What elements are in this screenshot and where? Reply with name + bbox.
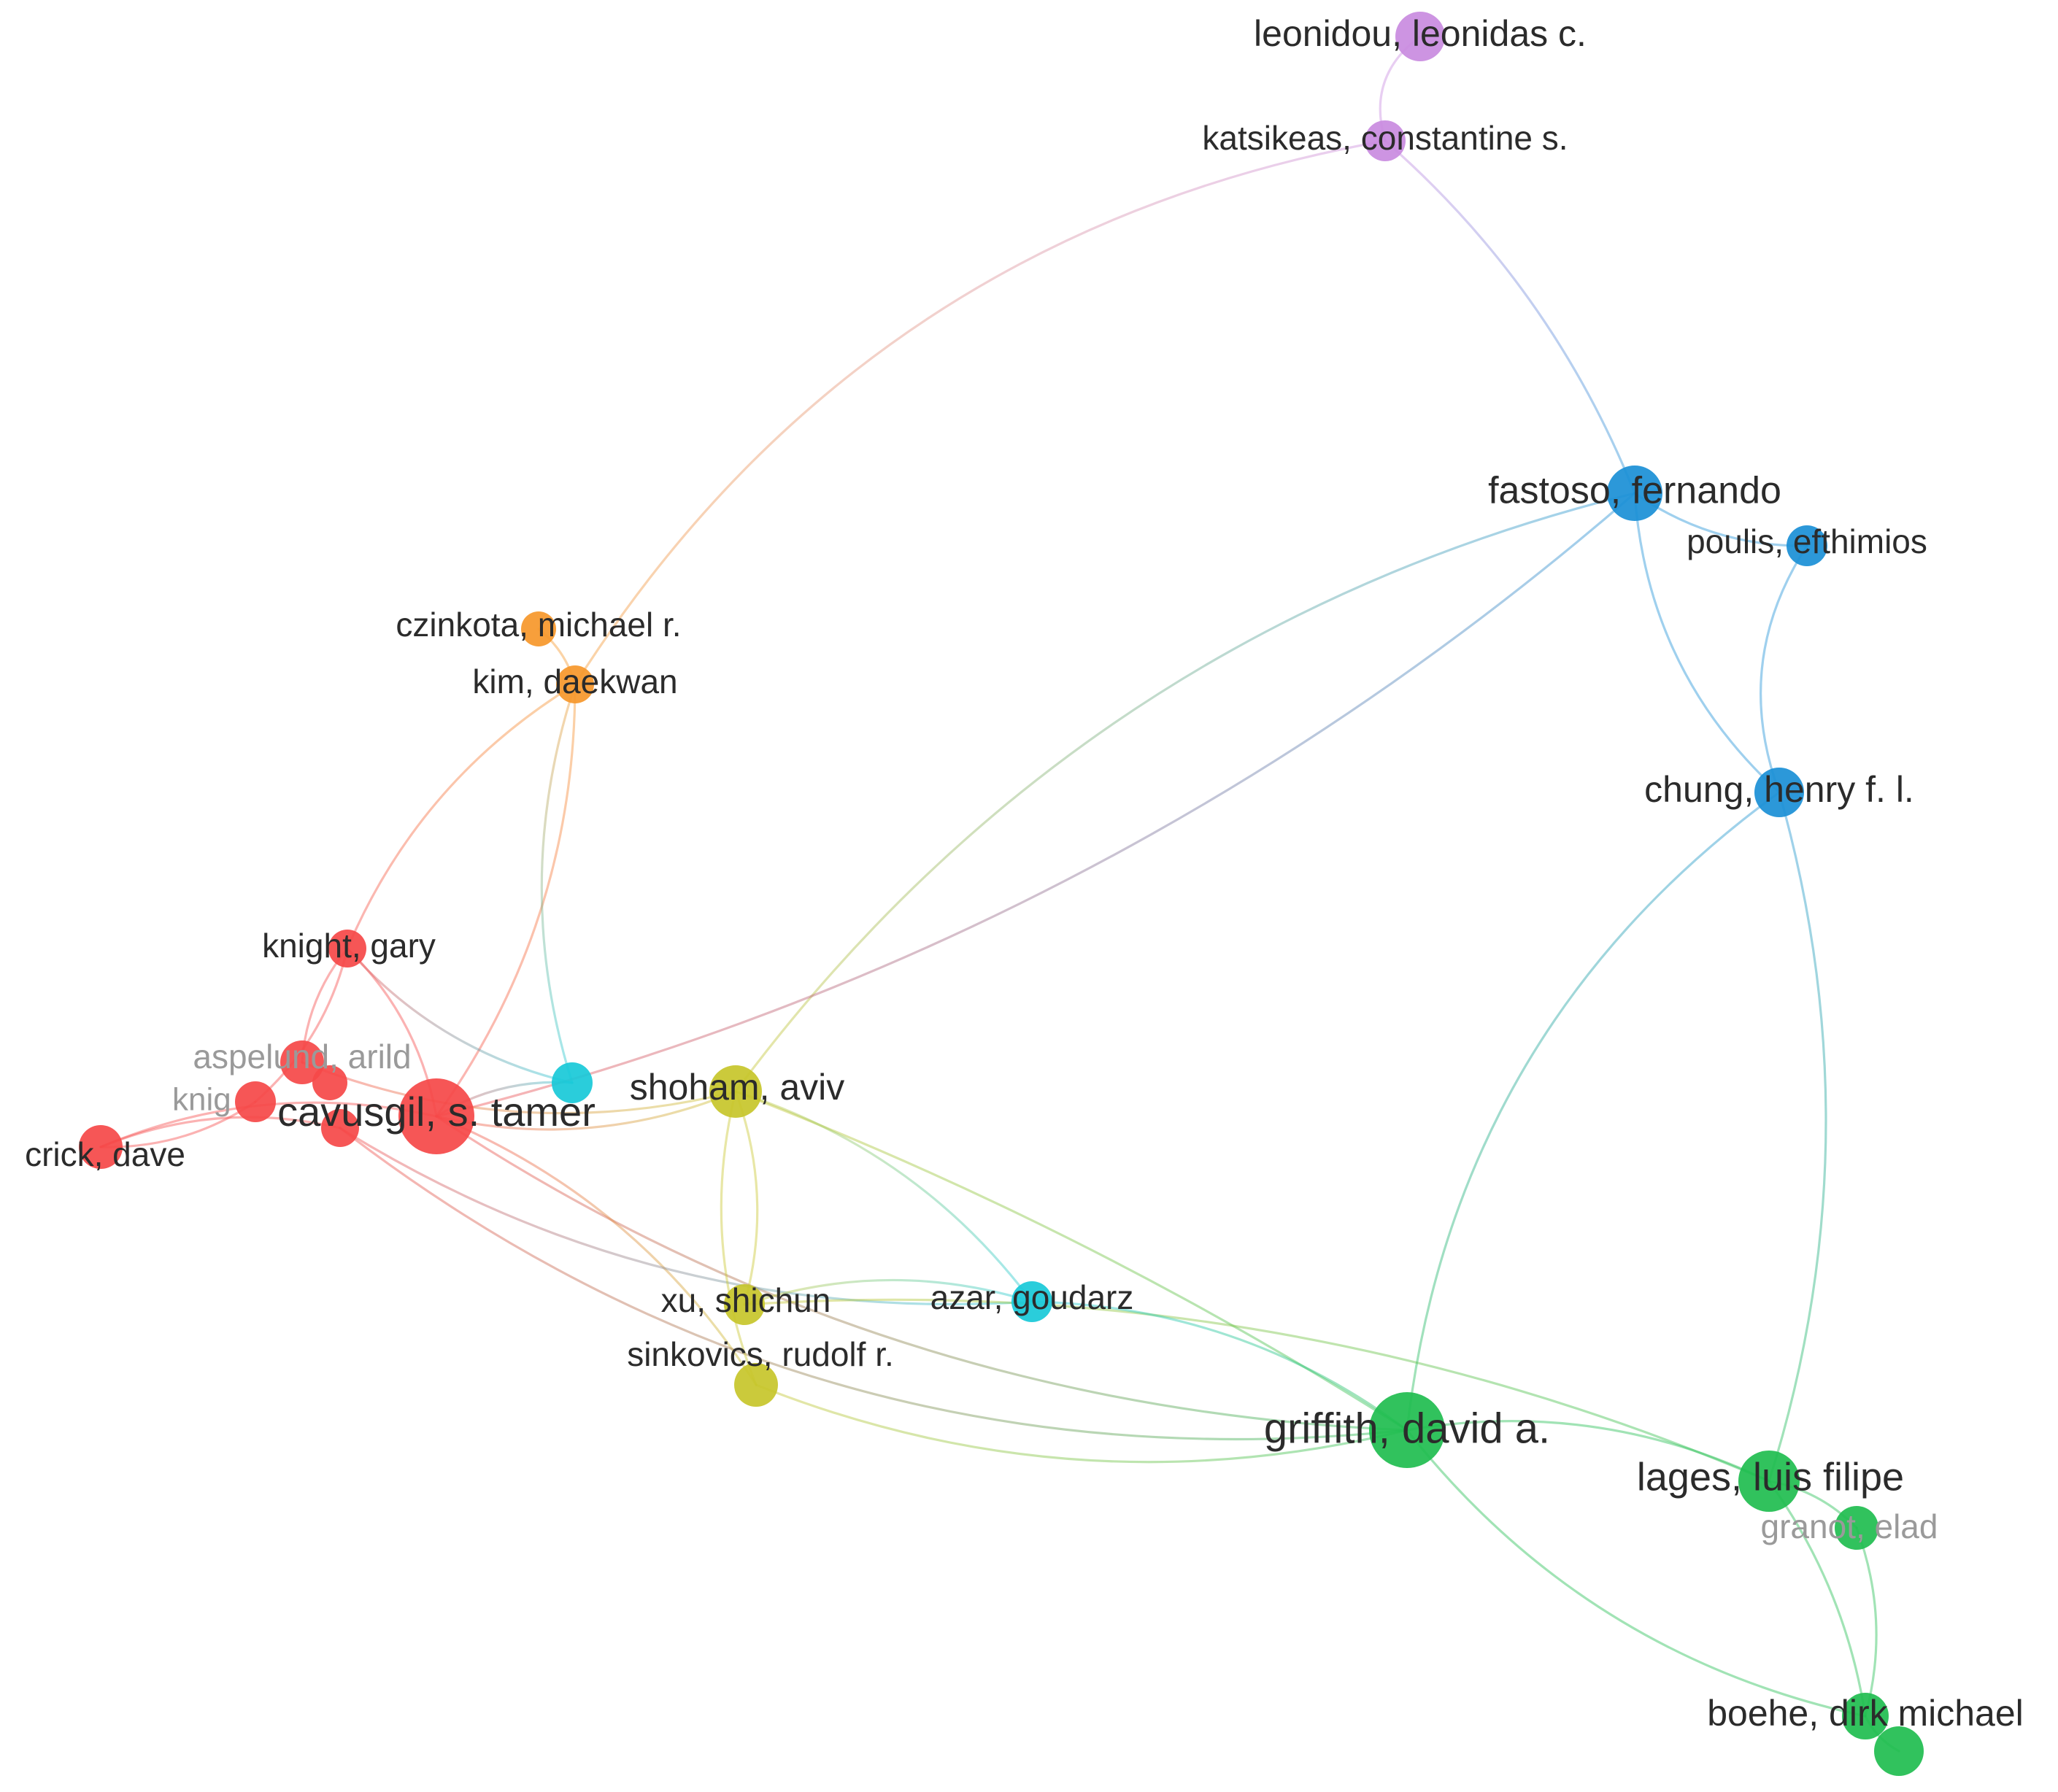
node-granot[interactable]: [1835, 1506, 1878, 1550]
node-fastoso[interactable]: [1607, 466, 1662, 521]
nodes-layer: [79, 12, 1924, 1776]
node-label-aspelund: aspelund, arild: [193, 1038, 411, 1075]
node-chung[interactable]: [1754, 768, 1804, 817]
node-xu[interactable]: [724, 1284, 765, 1325]
node-label-lages: lages, luis filipe: [1637, 1455, 1904, 1499]
node-katsikeas[interactable]: [1365, 120, 1406, 161]
link-knight-cyan1: [346, 947, 574, 1084]
link-shoham-sinkovics: [720, 1090, 758, 1386]
link-knight-knight2: [254, 947, 349, 1103]
node-knight2[interactable]: [235, 1081, 276, 1122]
node-lages[interactable]: [1738, 1451, 1800, 1512]
link-fastoso-chung: [1633, 492, 1781, 794]
node-label-boehe: boehe, dirk michael: [1707, 1693, 2024, 1734]
link-shoham-xu: [734, 1090, 759, 1306]
link-crick-red_b: [99, 1116, 342, 1148]
link-red_b-azar: [339, 1127, 1033, 1306]
node-red_b[interactable]: [321, 1109, 359, 1147]
node-label-kim: kim, daekwan: [472, 663, 677, 700]
node-sinkovics[interactable]: [734, 1363, 778, 1407]
node-shoham[interactable]: [709, 1065, 762, 1118]
link-griffith-boehe: [1406, 1429, 1867, 1718]
node-griffith[interactable]: [1369, 1392, 1445, 1468]
node-label-knight2: knig: [172, 1082, 231, 1118]
node-kim[interactable]: [556, 665, 594, 703]
link-xu-azar: [743, 1278, 1033, 1306]
node-aspelund[interactable]: [280, 1040, 324, 1084]
node-boehe[interactable]: [1842, 1693, 1889, 1739]
link-cavusgil-griffith: [435, 1115, 1408, 1432]
link-kim-knight: [346, 683, 577, 950]
link-poulis-chung: [1760, 544, 1808, 794]
link-chung-lages: [1768, 791, 1827, 1483]
link-sinkovics-griffith: [755, 1383, 1408, 1464]
node-label-cavusgil: cavusgil, s. tamer: [277, 1089, 596, 1135]
link-granot-boehe: [1855, 1526, 1878, 1718]
node-leonidou[interactable]: [1395, 12, 1445, 61]
node-label-granot: granot, elad: [1761, 1507, 1938, 1545]
links-layer: [99, 35, 1900, 1753]
node-label-chung: chung, henry f. l.: [1644, 769, 1914, 810]
node-cyan1[interactable]: [552, 1062, 593, 1103]
link-red_b-griffith: [339, 1127, 1408, 1441]
node-label-poulis: poulis, efthimios: [1687, 522, 1927, 560]
node-label-shoham: shoham, aviv: [630, 1067, 845, 1108]
link-kim-cavusgil: [435, 683, 577, 1118]
node-label-griffith: griffith, david a.: [1264, 1405, 1550, 1452]
node-czinkota[interactable]: [521, 611, 556, 646]
node-label-knight: knight, gary: [262, 927, 436, 965]
node-label-czinkota: czinkota, michael r.: [396, 606, 681, 644]
node-green_b[interactable]: [1874, 1726, 1924, 1776]
link-lages-boehe: [1768, 1480, 1867, 1718]
node-label-katsikeas: katsikeas, constantine s.: [1202, 119, 1568, 157]
node-label-leonidou: leonidou, leonidas c.: [1254, 13, 1587, 54]
link-azar-griffith: [1030, 1300, 1408, 1432]
link-cavusgil-sinkovics: [435, 1115, 758, 1386]
link-shoham-azar: [734, 1090, 1033, 1303]
link-chung-griffith: [1406, 791, 1781, 1432]
node-knight[interactable]: [328, 930, 366, 968]
link-fastoso-cavusgil: [435, 492, 1636, 1118]
node-cavusgil[interactable]: [398, 1078, 474, 1154]
node-label-xu: xu, shichun: [661, 1281, 831, 1319]
node-label-azar: azar, goudarz: [930, 1278, 1134, 1316]
node-label-crick: crick, dave: [25, 1135, 185, 1173]
link-katsikeas-fastoso: [1384, 139, 1636, 495]
link-shoham-griffith: [734, 1090, 1408, 1432]
node-crick[interactable]: [79, 1125, 123, 1169]
node-label-sinkovics: sinkovics, rudolf r.: [627, 1335, 894, 1373]
link-cavusgil-shoham: [435, 1090, 737, 1131]
node-azar[interactable]: [1011, 1281, 1052, 1322]
link-katsikeas-kim: [574, 139, 1387, 686]
node-label-fastoso: fastoso, fernando: [1488, 470, 1781, 512]
link-aspelund-shoham: [301, 1061, 737, 1115]
node-poulis[interactable]: [1787, 525, 1827, 566]
link-fastoso-shoham: [734, 492, 1636, 1093]
link-griffith-lages: [1406, 1420, 1770, 1483]
link-xu-lages: [743, 1298, 1770, 1483]
link-kim-cyan1: [540, 683, 577, 1084]
labels-layer: leonidou, leonidas c. katsikeas, constant…: [25, 13, 2024, 1734]
node-red_a[interactable]: [312, 1065, 347, 1100]
